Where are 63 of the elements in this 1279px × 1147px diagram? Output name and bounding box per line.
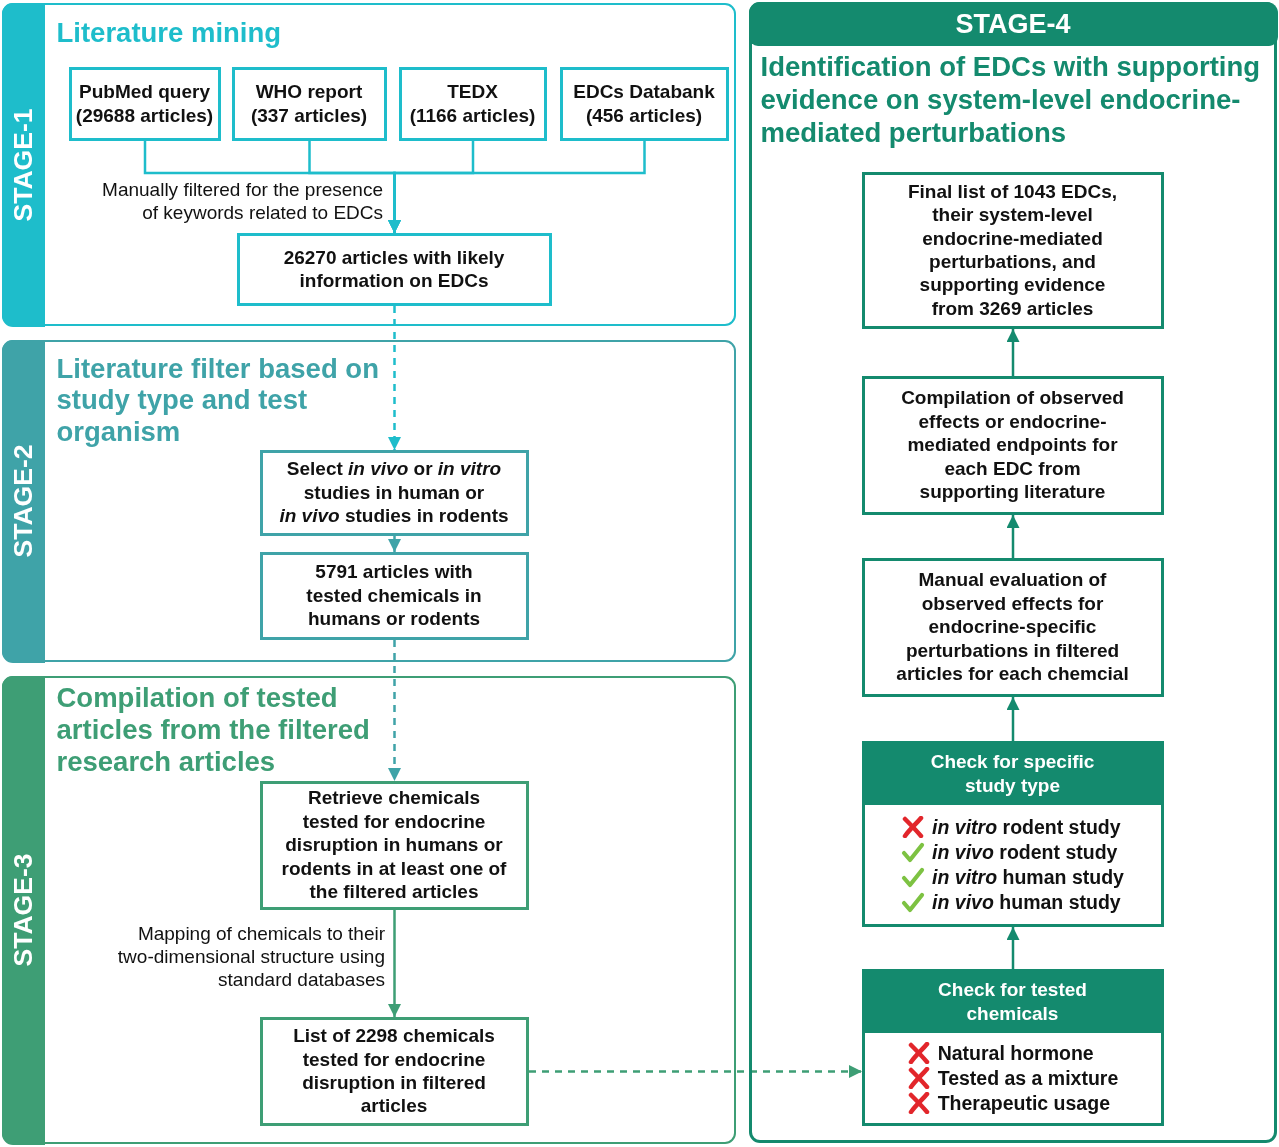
process-box (398, 66, 547, 141)
box-text: (456 articles) (585, 103, 703, 127)
checklist-box (861, 968, 1164, 1126)
stage-label: STAGE-1 (8, 108, 38, 221)
list-item: Tested as a mixture (937, 1065, 1119, 1090)
stage-label: STAGE-4 (955, 8, 1071, 39)
box-text: 26270 articles with likely information on EDCs (282, 245, 506, 293)
arrow (1006, 329, 1020, 376)
box-text: List of 2298 chemicals tested for endocrine disruption in filtered articles (292, 1024, 496, 1118)
process-box (259, 449, 529, 536)
stage-panel (2, 340, 736, 662)
box-text: Select in vivo or in vitro studies in human or in vivo studies in rodents (278, 457, 510, 528)
box-text: Manual evaluation of observed effects for endocrine-specific perturbations in filtered articles for each chemcial (895, 568, 1130, 686)
process-box (861, 171, 1164, 329)
stage-panel (2, 676, 736, 1144)
stage-heading: Identification of EDCs with supporting evidence on system-level endocrine-mediated perturbations (760, 50, 1262, 149)
box-text: Compilation of observed effects or endocrine-mediated endpoints for each EDC from supporting literature (900, 386, 1125, 504)
box-text: Retrieve chemicals tested for endocrine disruption in humans or rodents in at least one of the filtered articles (280, 786, 508, 904)
stage-label: STAGE-2 (8, 444, 38, 558)
edge-label: Mapping of chemicals to their two-dimensional structure using standard databases (116, 921, 385, 991)
process-box (861, 557, 1164, 697)
list-item: in vitro rodent study (932, 814, 1121, 839)
list-item: in vivo human study (932, 889, 1121, 914)
box-text: Final list of 1043 EDCs, their system-level endocrine-mediated perturbations, and supporting evidence from 3269 articles (906, 179, 1119, 321)
process-box (68, 66, 221, 141)
arrow (1006, 515, 1020, 558)
stage-heading: Compilation of tested articles from the filtered research articles (56, 681, 371, 778)
stage-label: STAGE-3 (8, 853, 38, 967)
process-box (861, 375, 1164, 515)
process-box (231, 66, 387, 141)
stage-panel (2, 3, 736, 326)
dashed-arrow (529, 1065, 862, 1078)
box-text: (29688 articles) (75, 103, 214, 127)
box-text: 5791 articles with tested chemicals in humans or rodents (305, 560, 483, 631)
list-item: Therapeutic usage (937, 1090, 1110, 1115)
box-text: PubMed query (79, 80, 210, 104)
dashed-arrow (388, 306, 401, 450)
process-box (259, 780, 529, 910)
dashed-arrow (388, 640, 401, 781)
process-box (259, 1016, 529, 1126)
list-item: in vitro human study (932, 864, 1124, 889)
stage-panel (749, 2, 1277, 1143)
list-item: Natural hormone (937, 1040, 1094, 1065)
arrow (388, 536, 401, 552)
process-box (236, 232, 552, 306)
box-text: WHO report (255, 80, 363, 104)
box-text: TEDX (447, 80, 498, 104)
arrow (1006, 927, 1020, 969)
arrow (388, 910, 401, 1017)
edge-label: Manually filtered for the presence of keywords related to EDCs (101, 177, 383, 224)
list-item: in vivo rodent study (932, 839, 1118, 864)
box-text: (1166 articles) (409, 103, 536, 127)
checklist-box (861, 740, 1164, 927)
arrow (388, 141, 646, 233)
box-text: (337 articles) (250, 103, 368, 127)
process-box (559, 66, 729, 141)
process-box (259, 551, 529, 640)
stage-heading: Literature mining (56, 16, 283, 49)
stage-heading: Literature filter based on study type and test organism (56, 352, 380, 447)
header-text: Check for specific study type (929, 750, 1096, 798)
box-text: EDCs Databank (573, 80, 715, 104)
arrow (1006, 697, 1020, 741)
header-text: Check for tested chemicals (937, 978, 1088, 1026)
